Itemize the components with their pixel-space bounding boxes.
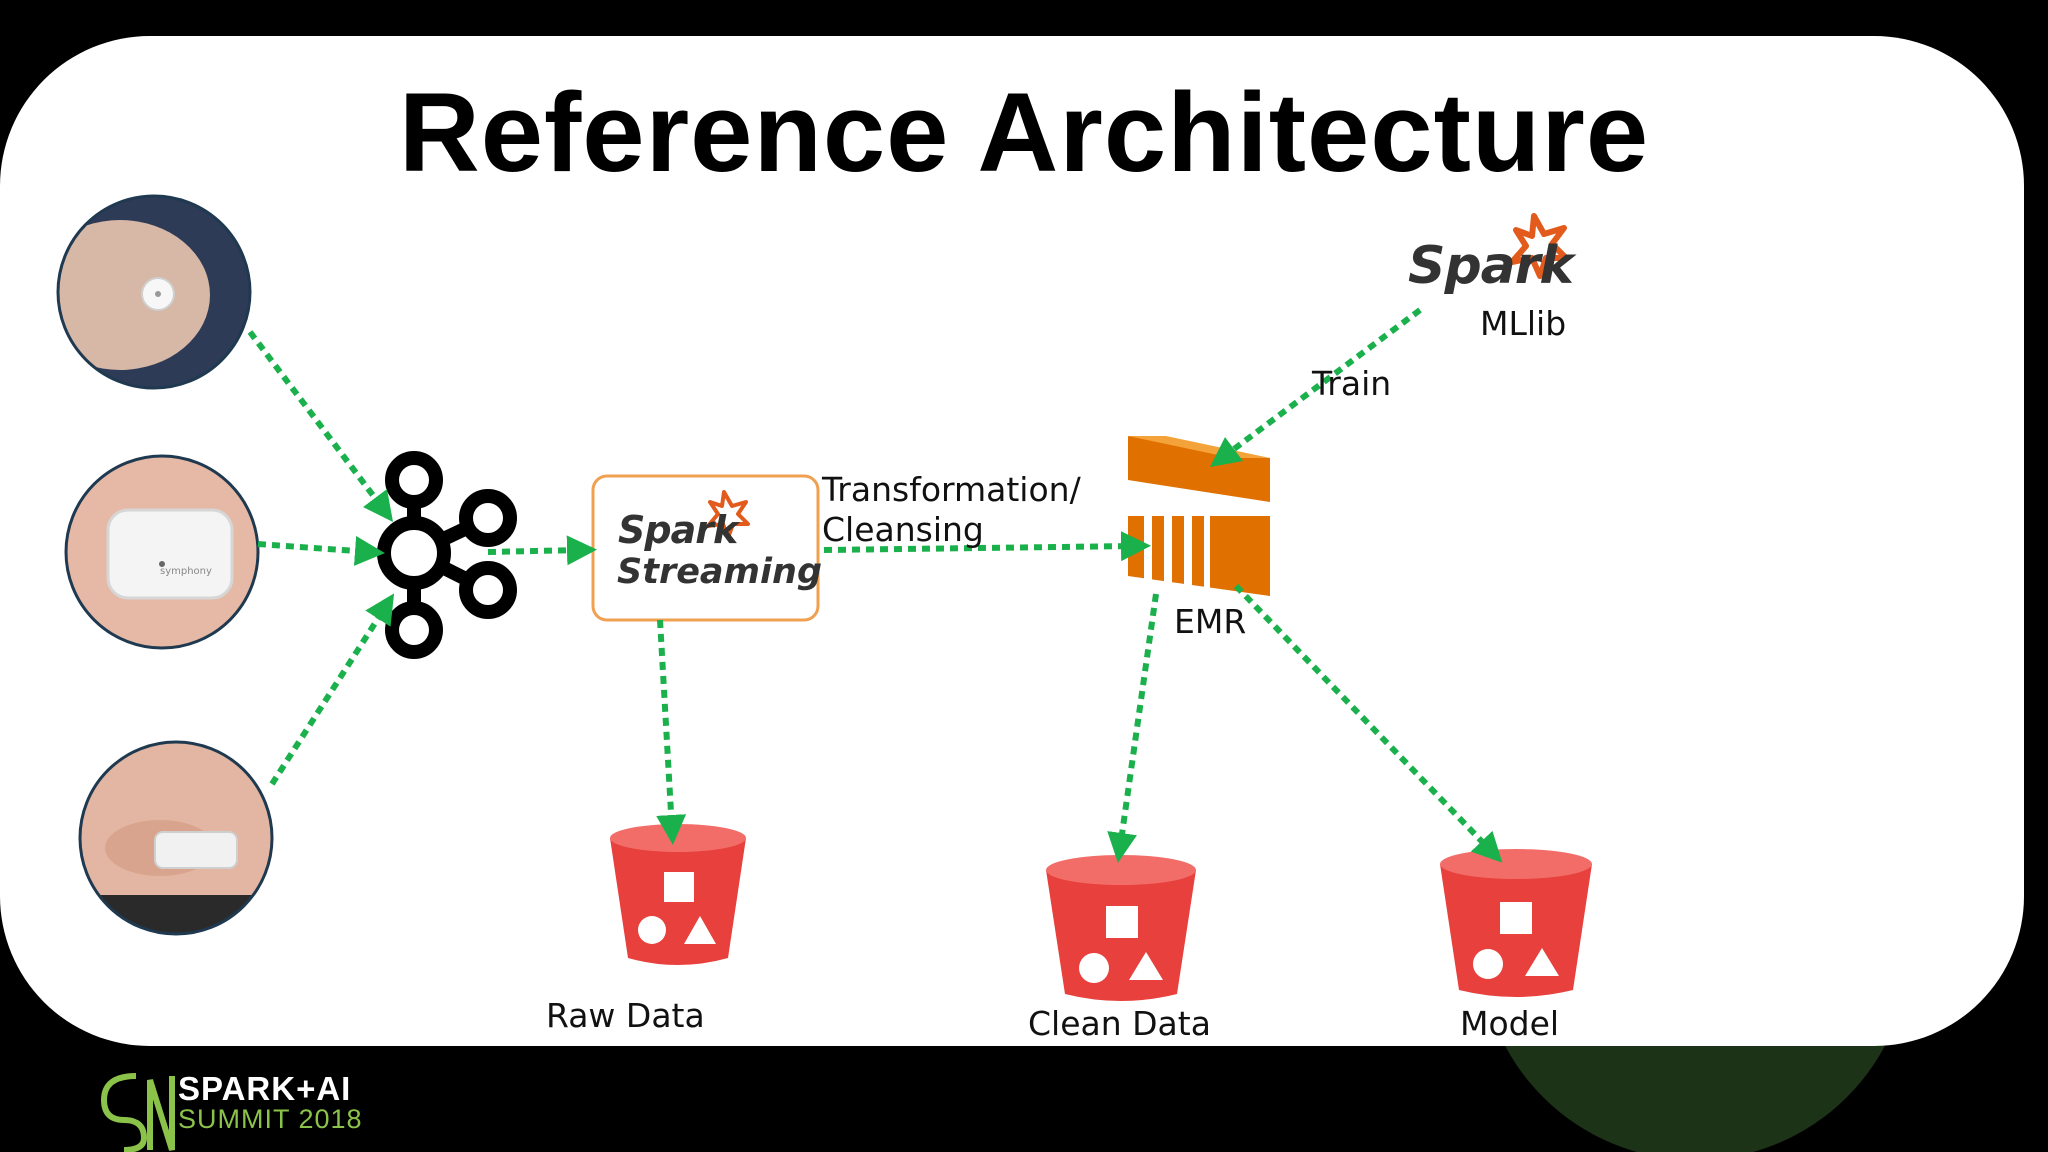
arrow-sensor2-to-kafka: [257, 535, 385, 566]
clean-data-bucket-icon: [1046, 855, 1196, 1001]
clean-data-label: Clean Data: [1028, 1004, 1211, 1043]
arrow-streaming-to-raw: [656, 619, 687, 845]
svg-text:symphony: symphony: [160, 566, 212, 577]
sensor-arm-photo-frame: [56, 194, 252, 390]
summit-name: SPARK+AI: [178, 1070, 352, 1107]
sensor-hand-photo-frame: [78, 740, 274, 936]
raw-data-bucket-icon: [610, 824, 746, 965]
cleansing-label: Cleansing: [822, 510, 984, 549]
arrow-emr-to-model: [1233, 583, 1503, 863]
kafka-logo-icon: [377, 451, 517, 659]
spark-ai-summit-logo-icon: [100, 1073, 175, 1152]
spark-mllib-star-icon: [1509, 213, 1569, 279]
emr-label: EMR: [1174, 602, 1247, 641]
raw-data-label: Raw Data: [546, 996, 705, 1035]
spark-streaming-star-icon: [706, 490, 750, 540]
arrow-emr-to-clean: [1107, 593, 1159, 863]
sensor-arm-photo: [58, 196, 250, 388]
arrow-kafka-to-streaming: [487, 535, 597, 566]
transformation-label: Transformation/: [822, 470, 1081, 509]
train-label: Train: [1312, 364, 1392, 403]
arrow-sensor3-to-kafka: [269, 593, 395, 786]
model-label: Model: [1460, 1004, 1560, 1043]
sensor-patch-photo: symphony: [66, 456, 258, 648]
spark-mllib-spark-text: Spark: [1408, 236, 1574, 296]
spark-streaming-streaming-text: Streaming: [617, 552, 822, 592]
spark-streaming-spark-text: Spark: [618, 508, 738, 552]
summit-year: SUMMIT 2018: [178, 1104, 363, 1134]
slide-title: Reference Architecture: [398, 70, 1650, 195]
arrow-streaming-to-emr: [823, 531, 1151, 562]
model-bucket-icon: [1440, 849, 1592, 997]
arrow-sensor1-to-kafka: [247, 330, 394, 522]
sensor-patch-photo-frame: [64, 454, 260, 650]
emr-icon: [1128, 436, 1270, 596]
slide-panel: [0, 36, 2024, 1046]
mllib-label: MLlib: [1480, 304, 1567, 343]
